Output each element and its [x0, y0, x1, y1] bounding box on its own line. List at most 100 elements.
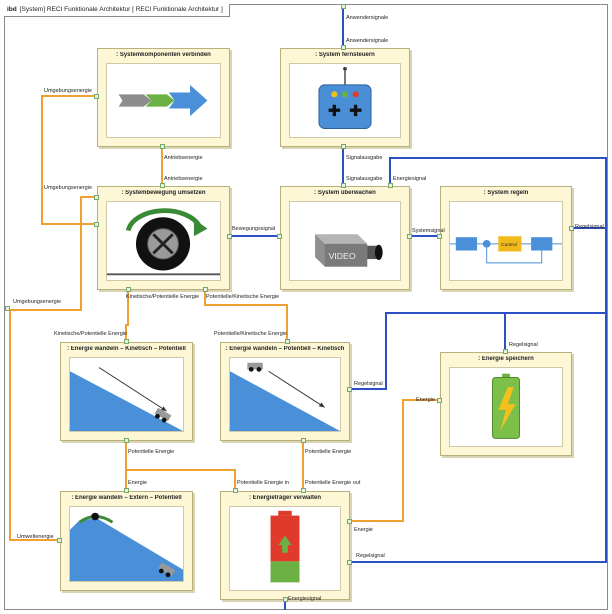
- arrows-picture: [106, 63, 221, 138]
- port-extern-in: [124, 488, 129, 493]
- port-systemsignal-in: [437, 234, 442, 239]
- label-regelsignal-4: Regelsignal: [356, 553, 385, 559]
- block-title: : Energie wandeln – Potentiell – Kinetis…: [225, 346, 345, 352]
- block-title: : Systemkomponenten verbinden: [116, 52, 211, 58]
- label-regelsignal-1: Regelsignal: [575, 224, 604, 230]
- label-anwendersignale-in: Anwendersignale: [346, 38, 389, 44]
- block-title: : System fernsteuern: [315, 52, 375, 58]
- block-title: : Energie wandeln – Extern – Potentiell: [71, 495, 182, 501]
- port-fernsteuern-in: [341, 45, 346, 50]
- port-komponenten-antrieb: [160, 144, 165, 149]
- port-speichern-energie: [437, 398, 442, 403]
- block-title: : Energie speichern: [478, 356, 534, 362]
- label-energiesignal-top: Energiesignal: [393, 176, 427, 182]
- block-title: : Energieträger verwalten: [248, 495, 322, 501]
- port-kin-pot-in: [124, 339, 129, 344]
- block-energietraeger-verwalten[interactable]: : Energieträger verwalten: [220, 491, 350, 600]
- label-umgebungsenergie-1: Umgebungsenergie: [44, 88, 93, 94]
- port-traeger-out: [301, 488, 306, 493]
- wheel-picture: [106, 201, 221, 281]
- battery-charge-picture: [229, 506, 341, 591]
- port-potentielle-out-1: [124, 438, 129, 443]
- port-umweltenergie: [57, 538, 62, 543]
- label-kin-pot-in: Kinetische/Potentielle Energie: [54, 331, 128, 337]
- arrow-green-icon: [145, 94, 175, 107]
- port-kin-pot-out: [126, 287, 131, 292]
- port-pot-kin-out: [203, 287, 208, 292]
- block-systemkomponenten-verbinden[interactable]: : Systemkomponenten verbinden: [97, 48, 230, 147]
- ramp-icon: [70, 371, 183, 431]
- label-systemsignal: Systemsignal: [412, 228, 445, 234]
- label-bewegungssignal: Bewegungssignal: [232, 226, 276, 232]
- port-pot-kin-in: [285, 339, 290, 344]
- port-bewegung-umgebung: [94, 195, 99, 200]
- controller-label: Control: [501, 242, 517, 248]
- ramp-up-picture: [69, 357, 184, 432]
- label-antriebsenergie-1: Antriebsenergie: [164, 155, 203, 161]
- block-system-ueberwachen[interactable]: : System überwachen VIDEO: [280, 186, 410, 290]
- block-system-regeln[interactable]: : System regeln Control: [440, 186, 572, 290]
- block-energie-kinetisch-potentiell[interactable]: : Energie wandeln – Kinetisch – Potentie…: [60, 342, 193, 441]
- hill-icon: [70, 518, 183, 581]
- block-title: : Energie wandeln – Kinetisch – Potentie…: [67, 346, 186, 352]
- label-kin-pot-out: Kinetische/Potentielle Energie: [126, 294, 200, 300]
- block-title: : System überwachen: [314, 190, 376, 196]
- port-energiesignal-out: [283, 597, 288, 602]
- label-umgebungsenergie-3: Umgebungsenergie: [13, 299, 62, 305]
- block-systembewegung-umsetzen[interactable]: : Systembewegung umsetzen: [97, 186, 230, 290]
- port-anwendersignale-top: [341, 4, 346, 9]
- port-regelsignal-in: [347, 387, 352, 392]
- camera-picture: VIDEO: [289, 201, 401, 281]
- port-traeger-energie: [347, 519, 352, 524]
- ramp-icon: [230, 371, 340, 431]
- block-energie-speichern[interactable]: : Energie speichern: [440, 352, 572, 456]
- frame-title-tab: ibd[System] RECI Funktionale Architektur…: [4, 4, 230, 17]
- label-energie-1: Energie: [416, 397, 435, 403]
- block-system-fernsteuern[interactable]: : System fernsteuern: [280, 48, 410, 147]
- label-anwendersignale-top: Anwendersignale: [346, 15, 389, 21]
- port-bewegungssignal-out: [227, 234, 232, 239]
- label-potentielle-energie-2: Potentielle Energie: [305, 449, 352, 455]
- port-energiesignal-in: [388, 183, 393, 188]
- label-antriebsenergie-2: Antriebsenergie: [164, 176, 203, 182]
- label-pot-kin-out: Potentielle/Kinetische Energie: [206, 294, 280, 300]
- port-potentielle-out-2: [301, 438, 306, 443]
- port-ueberwachen-in: [341, 183, 346, 188]
- port-bewegungssignal-in: [277, 234, 282, 239]
- remote-control-picture: [289, 63, 401, 138]
- label-umweltenergie: Umweltenergie: [17, 534, 54, 540]
- port-speichern-regelsignal: [503, 349, 508, 354]
- port-traeger-regelsignal: [347, 560, 352, 565]
- ramp-down-picture: [229, 357, 341, 432]
- controller-icon: [498, 236, 522, 252]
- block-title: : Systembewegung umsetzen: [121, 190, 206, 196]
- block-title: : System regeln: [483, 190, 529, 196]
- label-energiesignal-bottom: Energiesignal: [288, 596, 322, 602]
- port-traeger-in: [233, 488, 238, 493]
- label-signalausgabe-2: Signalausgabe: [346, 176, 383, 182]
- port-frame-umgebung: [5, 306, 10, 311]
- port-bewegung-umgebung-2: [94, 222, 99, 227]
- video-label: VIDEO: [329, 251, 356, 261]
- label-regelsignal-3: Regelsignal: [354, 381, 383, 387]
- label-pot-energie-out: Potentielle Energie out: [305, 480, 361, 486]
- block-energie-potentiell-kinetisch[interactable]: : Energie wandeln – Potentiell – Kinetis…: [220, 342, 350, 441]
- frame-title: [System] RECI Funktionale Architektur [ …: [19, 6, 223, 13]
- label-pot-kin-in: Potentielle/Kinetische Energie: [214, 331, 288, 337]
- port-bewegung-antrieb: [160, 183, 165, 188]
- label-potentielle-energie-1: Potentielle Energie: [128, 449, 175, 455]
- battery-picture: [449, 367, 563, 447]
- block-energie-extern-potentiell[interactable]: : Energie wandeln – Extern – Potentiell: [60, 491, 193, 591]
- label-energie-2: Energie: [128, 480, 147, 486]
- port-systemsignal-out: [407, 234, 412, 239]
- arrow-blue-icon: [168, 84, 208, 117]
- label-regelsignal-2: Regelsignal: [509, 342, 538, 348]
- arrow-grey-icon: [118, 94, 152, 107]
- label-pot-energie-in: Potentielle Energie in: [237, 480, 289, 486]
- port-regelsignal-out: [569, 226, 574, 231]
- control-loop-picture: Control: [449, 201, 563, 281]
- port-fernsteuern-out: [341, 144, 346, 149]
- frame-kind: ibd: [7, 6, 17, 13]
- hill-picture: [69, 506, 184, 582]
- label-signalausgabe-1: Signalausgabe: [346, 155, 383, 161]
